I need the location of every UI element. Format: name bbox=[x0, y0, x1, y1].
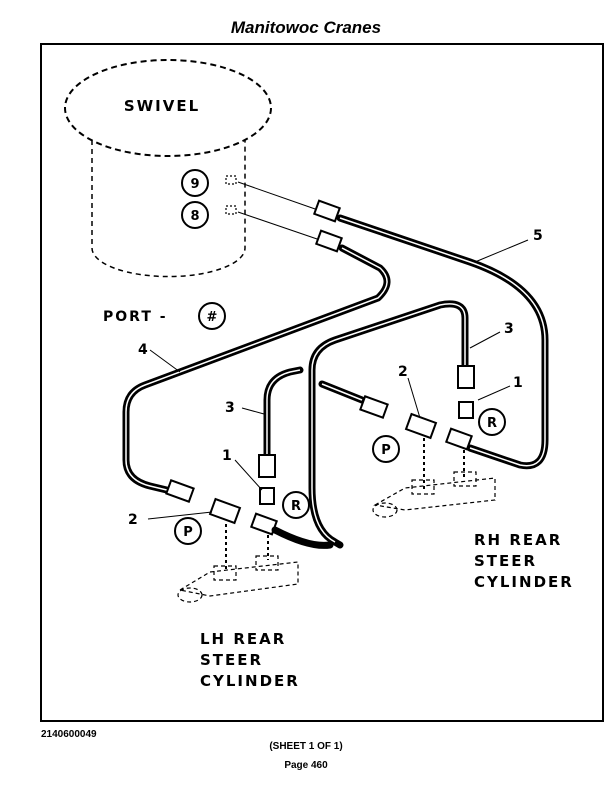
callout-2-left-label: 2 bbox=[128, 512, 138, 528]
rh-cylinder-label-line-1: RH REAR bbox=[474, 531, 562, 549]
callout-5-label: 5 bbox=[533, 228, 543, 244]
callout-1-left: 1 bbox=[222, 448, 263, 491]
callout-4-label: 4 bbox=[138, 342, 148, 358]
port-8-label: 8 bbox=[190, 209, 199, 224]
callout-3-right-label: 3 bbox=[504, 321, 514, 337]
callout-1-right: 1 bbox=[477, 375, 523, 401]
lh-fitting-assembly bbox=[165, 454, 279, 570]
callout-5: 5 bbox=[474, 228, 543, 263]
port-legend: PORT - # bbox=[103, 302, 226, 330]
rh-port-P: P bbox=[372, 435, 400, 463]
rh-cylinder-label-line-2: STEER bbox=[474, 552, 537, 570]
callout-3-right: 3 bbox=[469, 321, 514, 349]
lh-port-P: P bbox=[174, 517, 202, 545]
page-header-title: Manitowoc Cranes bbox=[230, 18, 382, 37]
hose-4 bbox=[122, 244, 391, 496]
rh-cylinder-label: RH REAR STEER CYLINDER bbox=[474, 531, 574, 591]
swivel: SWIVEL bbox=[64, 59, 272, 278]
port-legend-text: PORT - bbox=[103, 309, 168, 325]
lh-port-R-label: R bbox=[291, 499, 301, 514]
lh-cylinder-outline bbox=[177, 555, 299, 603]
callout-2-right-label: 2 bbox=[398, 364, 408, 380]
hose-5 bbox=[336, 214, 549, 470]
swivel-label: SWIVEL bbox=[124, 97, 200, 115]
rh-port-R: R bbox=[478, 408, 506, 436]
callout-3-left: 3 bbox=[225, 400, 265, 416]
callout-3-left-label: 3 bbox=[225, 400, 235, 416]
diagram-frame bbox=[40, 43, 604, 722]
lh-cylinder-label-line-3: CYLINDER bbox=[200, 672, 300, 690]
callout-2-left: 2 bbox=[128, 511, 213, 528]
page-number: Page 460 bbox=[284, 760, 328, 771]
port-legend-symbol: # bbox=[207, 310, 218, 325]
port-9-label: 9 bbox=[190, 177, 199, 192]
port-8-marker: 8 bbox=[181, 201, 209, 229]
callout-1-left-label: 1 bbox=[222, 448, 232, 464]
rh-cylinder-outline bbox=[372, 471, 496, 518]
callout-1-right-label: 1 bbox=[513, 375, 523, 391]
callout-4: 4 bbox=[138, 342, 181, 373]
drawing-number: 2140600049 bbox=[41, 729, 97, 740]
lh-port-R: R bbox=[282, 491, 310, 519]
callout-2-right: 2 bbox=[398, 364, 421, 419]
rh-cylinder-label-line-3: CYLINDER bbox=[474, 573, 574, 591]
lh-cylinder-label: LH REAR STEER CYLINDER bbox=[200, 630, 300, 690]
lh-cylinder-label-line-2: STEER bbox=[200, 651, 263, 669]
lh-port-P-label: P bbox=[183, 525, 193, 540]
lh-cylinder-label-line-1: LH REAR bbox=[200, 630, 286, 648]
sheet-indicator: (SHEET 1 OF 1) bbox=[269, 741, 343, 752]
rh-fitting-assembly bbox=[359, 365, 475, 490]
rh-port-P-label: P bbox=[381, 443, 391, 458]
rh-port-R-label: R bbox=[487, 416, 497, 431]
port-9-marker: 9 bbox=[181, 169, 209, 197]
